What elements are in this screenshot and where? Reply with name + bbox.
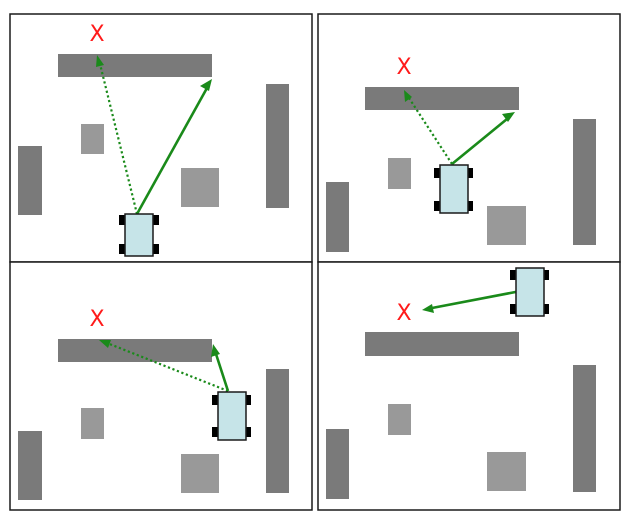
robot-car — [119, 213, 159, 257]
panel-4: X — [317, 261, 621, 511]
horizontal-wall — [365, 87, 519, 110]
wheel — [510, 304, 518, 314]
square-block — [487, 206, 526, 245]
left-wall — [18, 431, 42, 500]
car-body — [515, 267, 545, 317]
small-block — [81, 408, 104, 439]
car-body — [217, 391, 247, 441]
right-wall — [266, 369, 289, 493]
wheel — [119, 215, 127, 225]
panel-frame — [317, 261, 621, 511]
robot-car — [434, 164, 473, 214]
solid-path-line — [135, 87, 209, 215]
dotted-path-line — [98, 63, 139, 215]
dotted-path-arrowhead — [99, 340, 111, 348]
wheel — [541, 270, 549, 280]
wheel — [243, 427, 251, 437]
wheel — [212, 395, 220, 405]
robot-car — [510, 267, 549, 317]
solid-path-line — [214, 353, 230, 392]
dotted-path-arrowhead — [96, 55, 104, 67]
panel-1: X — [9, 13, 313, 263]
wheel — [243, 395, 251, 405]
goal-x-mark: X — [396, 301, 411, 326]
dotted-path-arrowhead — [404, 90, 412, 102]
robot-car — [212, 391, 251, 441]
right-wall — [573, 365, 596, 492]
panel-2: X — [317, 13, 621, 263]
goal-x-mark: X — [396, 55, 411, 80]
horizontal-wall — [365, 332, 519, 356]
solid-path-arrowhead — [502, 112, 515, 122]
left-wall — [326, 429, 349, 499]
horizontal-wall — [58, 339, 212, 362]
small-block — [388, 158, 411, 189]
panel-frame — [9, 261, 313, 511]
wheel — [465, 168, 473, 178]
left-wall — [18, 146, 42, 215]
car-body — [439, 164, 469, 214]
left-wall — [326, 182, 349, 252]
square-block — [487, 452, 526, 491]
car-body — [124, 213, 154, 257]
goal-x-mark: X — [89, 307, 104, 332]
square-block — [181, 168, 219, 207]
dotted-path-line — [408, 97, 453, 165]
square-block — [181, 454, 219, 493]
wheel — [510, 270, 518, 280]
wheel — [119, 244, 127, 254]
wheel — [151, 244, 159, 254]
right-wall — [266, 84, 289, 208]
solid-path-arrowhead — [211, 344, 220, 357]
wheel — [434, 168, 442, 178]
wheel — [151, 215, 159, 225]
panel-3: X — [9, 261, 313, 511]
wheel — [541, 304, 549, 314]
solid-path-arrowhead — [200, 79, 212, 91]
small-block — [81, 124, 104, 154]
solid-path-line — [431, 288, 527, 310]
solid-path-line — [451, 117, 508, 166]
wheel — [434, 201, 442, 211]
wheel — [212, 427, 220, 437]
horizontal-wall — [58, 54, 212, 77]
goal-x-mark: X — [89, 22, 104, 47]
wheel — [465, 201, 473, 211]
right-wall — [573, 119, 596, 245]
solid-path-arrowhead — [422, 304, 434, 313]
small-block — [388, 404, 411, 435]
